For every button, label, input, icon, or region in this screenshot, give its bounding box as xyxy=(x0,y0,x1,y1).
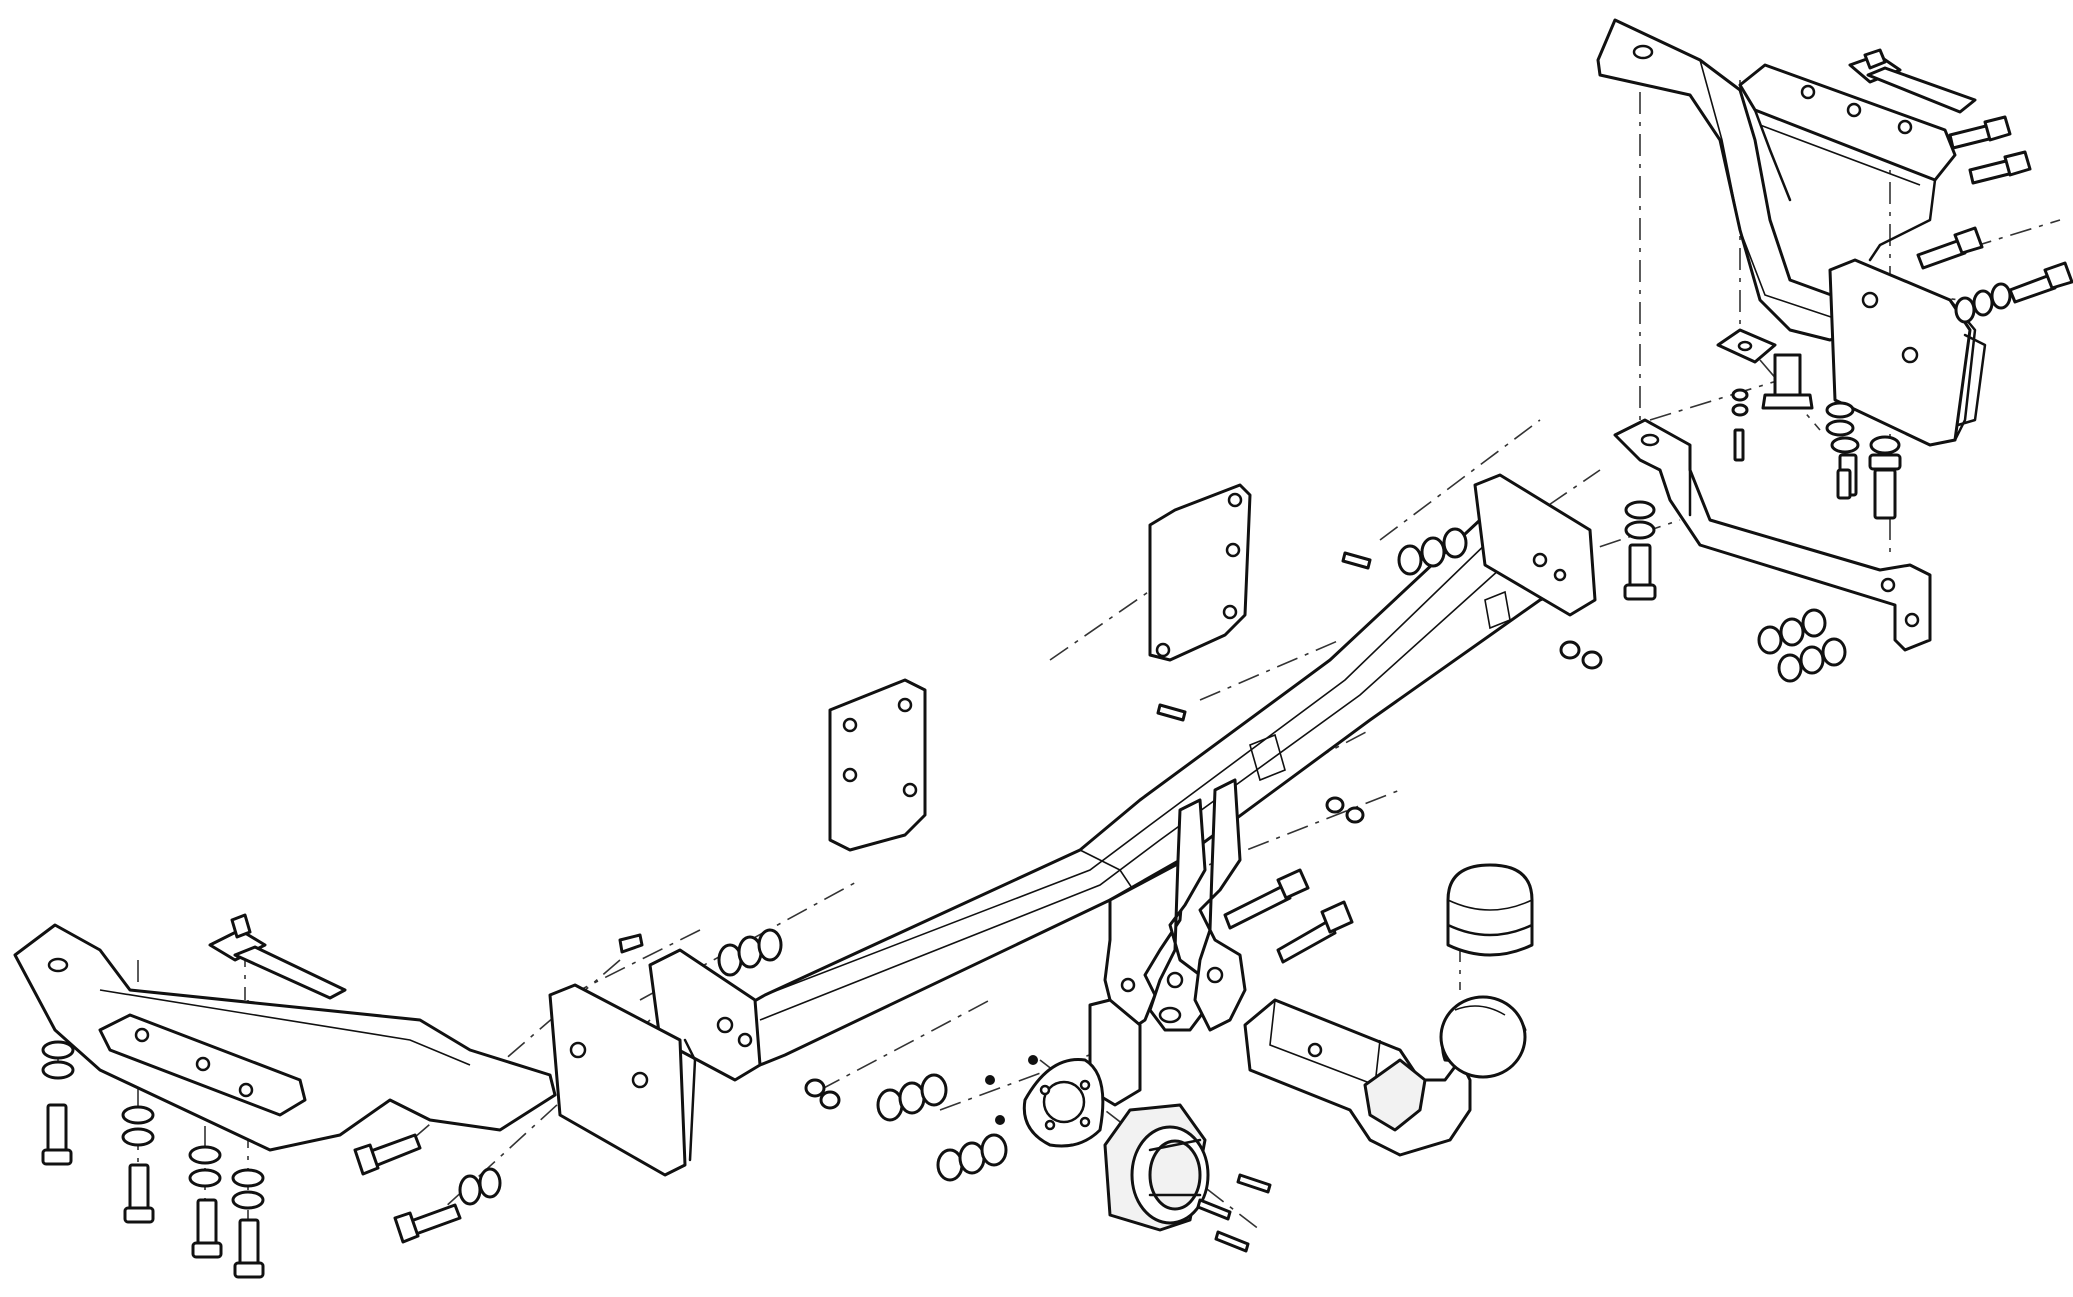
bolt-left-1 xyxy=(41,1103,73,1166)
right-side-bracket xyxy=(1596,18,1987,447)
coupling-mounting-plates xyxy=(1103,778,1247,1032)
bolt-left-3 xyxy=(191,1198,223,1259)
bolt-left-4 xyxy=(233,1218,265,1279)
fasteners xyxy=(41,115,2073,1279)
electrical-socket xyxy=(1103,1103,1210,1232)
bolt-left-2 xyxy=(123,1163,155,1224)
left-top-clamp xyxy=(208,913,347,1000)
left-side-bracket xyxy=(13,923,697,1177)
socket-plate xyxy=(1022,998,1142,1148)
right-top-clamp xyxy=(1848,48,1977,114)
crossbar-beam xyxy=(648,473,1597,1082)
right-lower-bracket xyxy=(1613,418,1932,652)
left-mounting-plate xyxy=(828,678,927,852)
right-spacer-plate xyxy=(1716,328,1814,410)
towball-cap xyxy=(1446,863,1534,957)
right-mounting-plate xyxy=(1148,483,1252,662)
towball-neck xyxy=(1243,995,1527,1157)
